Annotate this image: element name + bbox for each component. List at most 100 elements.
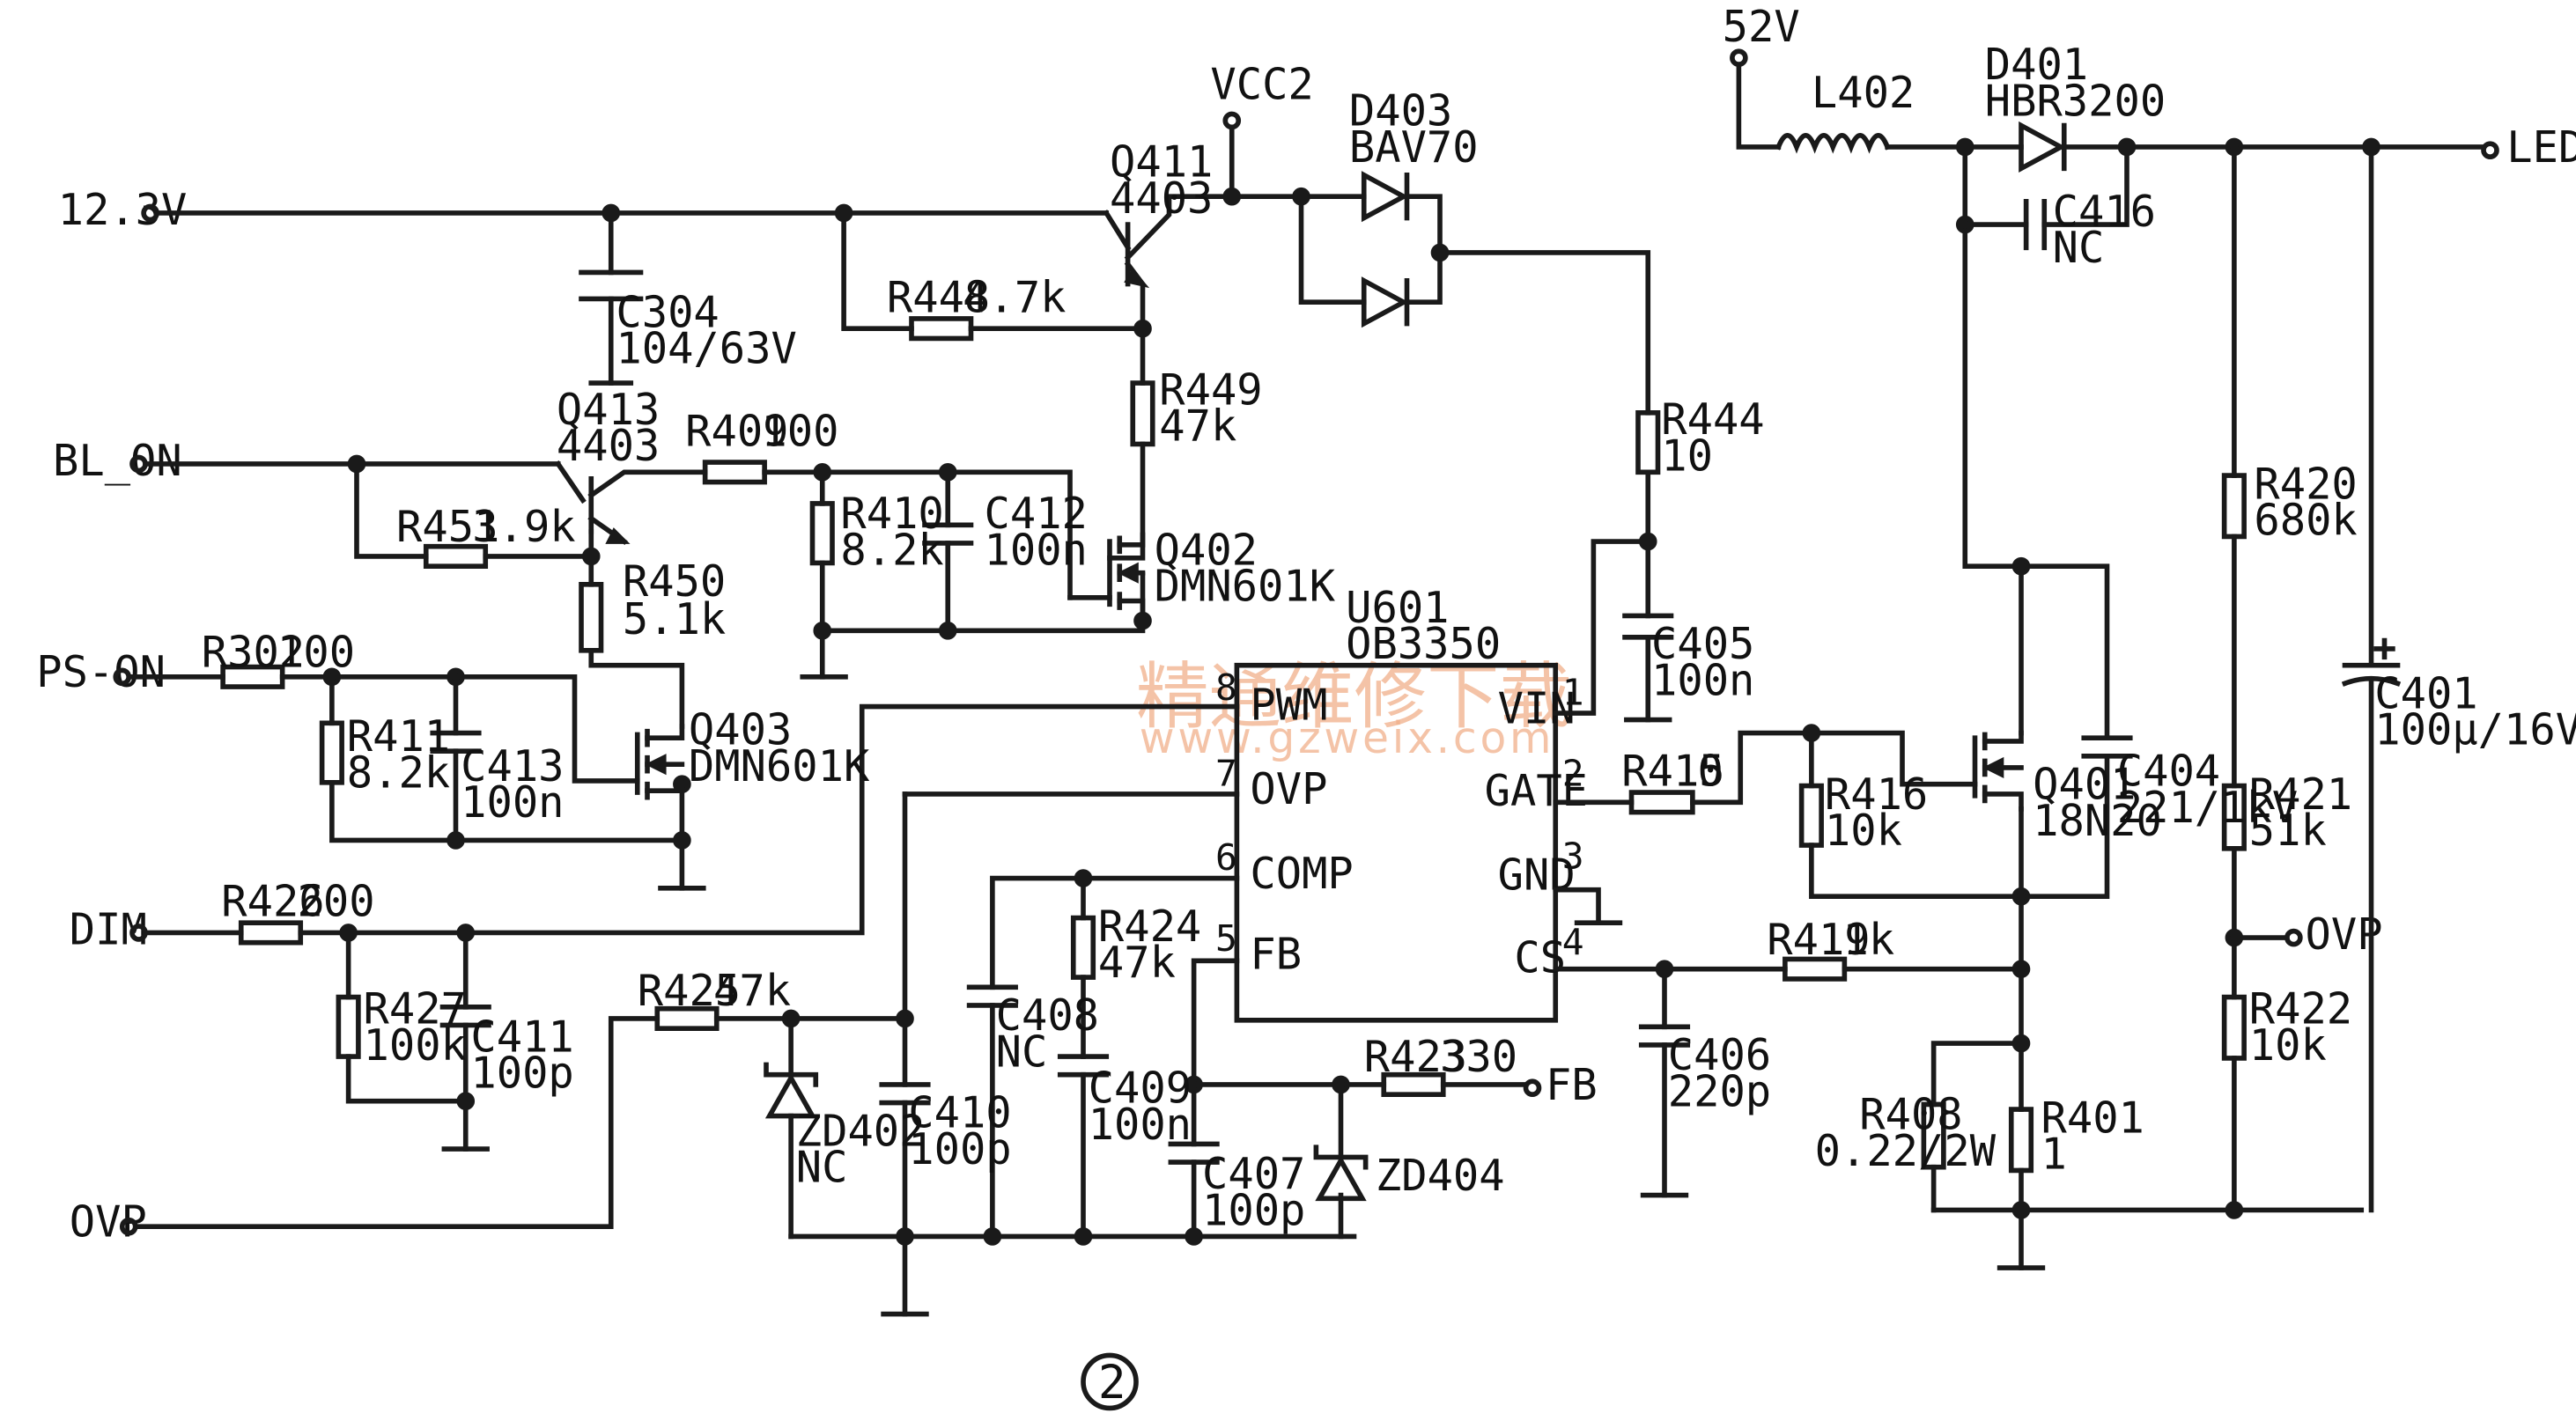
- label-r408-ref: R408: [1859, 1091, 1962, 1140]
- label-r426-ref: R426: [221, 878, 324, 927]
- label-c406-ref: C406: [1668, 1031, 1771, 1080]
- label-c408-ref: C408: [996, 991, 1099, 1041]
- label-r408-value: 0.22/2W: [1815, 1127, 1997, 1176]
- pin-label-pwm: PWM: [1250, 681, 1327, 731]
- pin-num-vin: 1: [1562, 672, 1584, 714]
- label-r302-ref: R302: [202, 629, 305, 678]
- label-r450-value: 5.1k: [623, 595, 726, 644]
- port-ps-on: PS-ON: [36, 648, 166, 697]
- pin-label-gnd: GND: [1498, 851, 1576, 901]
- resistor-r411: [319, 720, 344, 785]
- label-c407-value: 100p: [1202, 1186, 1305, 1235]
- label-r423-value: 330: [1440, 1033, 1517, 1082]
- port-led-plus-terminal: [2481, 141, 2499, 160]
- label-zd402-ref: ZD402: [796, 1107, 926, 1156]
- resistor-r416: [1798, 783, 1824, 848]
- label-r444-ref: R444: [1661, 395, 1764, 445]
- label-l402-ref: L402: [1812, 69, 1915, 118]
- transistor-q413: [605, 527, 631, 544]
- zener-zd402: [764, 1062, 819, 1119]
- label-r409-value: 100: [761, 407, 838, 456]
- capacitor-c406: [1638, 1024, 1691, 1048]
- label-r450-ref: R450: [623, 557, 726, 607]
- mosfet-q403: [634, 724, 685, 800]
- pin-num-comp: 6: [1215, 836, 1237, 879]
- label-r426-value: 200: [298, 878, 375, 927]
- transistor-q411: [1124, 268, 1150, 289]
- label-r427-ref: R427: [364, 985, 467, 1034]
- label-c404-value: 221/1kV: [2117, 784, 2298, 833]
- pin-num-ovp: 7: [1215, 753, 1237, 795]
- label-r416-value: 10k: [1825, 806, 1902, 856]
- label-q401-ref: Q401: [2033, 761, 2136, 810]
- label-d403-ref: D403: [1349, 87, 1452, 136]
- capacitor-c412: [922, 522, 974, 546]
- label-q402-ref: Q402: [1155, 526, 1258, 575]
- label-r415-ref: R415: [1621, 747, 1724, 797]
- label-q411-ref: Q411: [1110, 138, 1213, 188]
- capacitor-c304: [579, 269, 644, 302]
- label-r451-value: 3.9k: [472, 503, 575, 552]
- label-r425-ref: R425: [638, 967, 741, 1016]
- diode-d401: [2019, 121, 2067, 173]
- resistor-r422: [2221, 994, 2247, 1061]
- component-labels: C304 104/63V Q411 4403 R448 4.7k R449 47…: [202, 40, 2576, 1235]
- label-c401-ref: C401: [2374, 669, 2477, 718]
- capacitors: [430, 199, 2402, 1165]
- capacitor-c407: [1168, 1141, 1220, 1165]
- pin-label-ovp: OVP: [1250, 765, 1327, 814]
- ic-u601: U601 OB3350 8 PWM 7 OVP 6 COMP 5 FB 1 VI…: [1215, 584, 1588, 1023]
- label-q401-value: 18N20: [2033, 797, 2162, 846]
- label-r420-ref: R420: [2254, 460, 2357, 509]
- label-c411-value: 100p: [470, 1049, 573, 1099]
- label-d401-ref: D401: [1985, 40, 2088, 90]
- label-c407-ref: C407: [1202, 1150, 1305, 1199]
- resistor-r401: [2008, 1107, 2034, 1174]
- capacitor-c401: [2341, 637, 2402, 687]
- label-r410-value: 8.2k: [840, 526, 943, 575]
- label-r401-ref: R401: [2041, 1093, 2144, 1143]
- label-r448-value: 4.7k: [963, 273, 1066, 322]
- label-q413-ref: Q413: [557, 386, 660, 435]
- label-c304-ref: C304: [616, 288, 719, 337]
- label-q411-value: 4403: [1110, 174, 1213, 224]
- label-c404-ref: C404: [2117, 747, 2220, 797]
- port-vcc2: VCC2: [1210, 61, 1313, 110]
- figure-mark-circle: [1081, 1352, 1139, 1411]
- pin-label-fb: FB: [1250, 931, 1302, 980]
- resistor-r449: [1130, 380, 1155, 447]
- pin-num-pwm: 8: [1215, 666, 1237, 709]
- port-led-plus: LED+: [2506, 123, 2576, 173]
- pin-label-gate: GATE: [1485, 767, 1588, 816]
- mosfet-q402: [1107, 532, 1146, 623]
- label-r420-value: 680k: [2254, 497, 2357, 546]
- label-c412-ref: C412: [985, 489, 1088, 539]
- resistor-r426: [238, 920, 304, 946]
- resistors-vertical: [319, 380, 2247, 1174]
- zener-zd404: [1313, 1145, 1369, 1202]
- label-c409-ref: C409: [1089, 1064, 1192, 1114]
- label-c304-value: 104/63V: [616, 325, 796, 374]
- resistors-horizontal: [220, 316, 1848, 1097]
- label-r419-ref: R419: [1767, 916, 1870, 965]
- label-r409-ref: R409: [685, 407, 788, 456]
- label-c410-value: 100p: [908, 1125, 1011, 1174]
- resistor-r302: [220, 664, 285, 689]
- resistor-r448: [909, 316, 974, 342]
- port-fb-out: FB: [1546, 1061, 1598, 1110]
- pin-label-vin: VIN: [1498, 684, 1576, 733]
- label-c412-value: 100n: [985, 526, 1088, 575]
- resistor-r425: [654, 1005, 720, 1031]
- resistor-r415: [1628, 790, 1695, 815]
- capacitor-c411: [439, 1005, 491, 1028]
- label-q413-value: 4403: [557, 422, 660, 471]
- label-c416-ref: C416: [2053, 188, 2156, 237]
- label-r422-ref: R422: [2249, 985, 2352, 1034]
- label-r449-ref: R449: [1159, 365, 1262, 415]
- label-r448-ref: R448: [887, 273, 990, 322]
- capacitor-c405: [1622, 613, 1674, 640]
- diodes: [764, 121, 2067, 1202]
- capacitor-c410: [879, 1082, 931, 1106]
- resistor-r451: [423, 543, 489, 569]
